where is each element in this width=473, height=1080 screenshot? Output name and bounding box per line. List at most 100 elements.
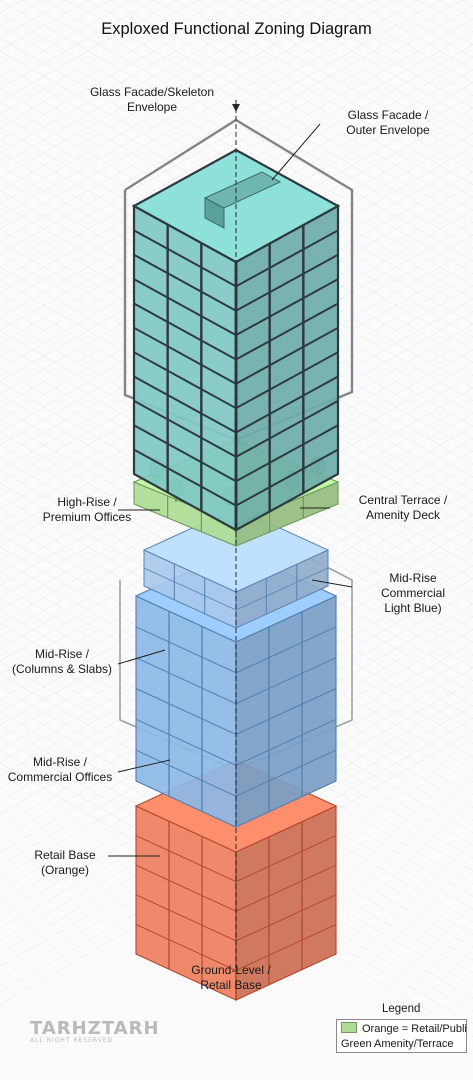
legend-text: Green Amenity/Terrace	[341, 1038, 454, 1050]
logo-mark: TARHZTARH	[30, 1018, 160, 1039]
legend-title: Legend	[382, 1003, 421, 1015]
label-line: (Orange)	[40, 863, 90, 877]
label-line: (Columns & Slabs)	[11, 662, 113, 676]
label-line: Outer Envelope	[346, 123, 430, 137]
label-line: Central Terrace /	[358, 493, 448, 507]
label-central-terrace: Central Terrace / Amenity Deck	[333, 493, 473, 523]
label-line: Envelope	[126, 100, 178, 114]
legend-box: Orange = Retail/Public Green Amenity/Ter…	[336, 1019, 467, 1053]
grid-line	[0, 0, 375, 217]
label-ground-level: Ground-Level / Retail Base	[171, 963, 291, 993]
label-glass-outer: Glass Facade / Outer Envelope	[318, 108, 458, 138]
leader-line	[117, 759, 171, 773]
grid-line	[0, 0, 419, 242]
grid-line	[43, 0, 473, 249]
label-glass-skeleton: Glass Facade/Skeleton Envelope	[62, 85, 242, 115]
label-mid-rise-columns: Mid-Rise / (Columns & Slabs)	[0, 647, 124, 677]
label-mid-rise-offices: Mid-Rise / Commercial Offices	[0, 755, 120, 785]
label-line: Commercial Offices	[7, 770, 113, 784]
leader-line	[311, 579, 353, 588]
glass-tower-block	[131, 148, 341, 532]
legend-entry-amenity: Green Amenity/Terrace	[341, 1037, 466, 1052]
label-line: Retail Base	[34, 848, 96, 862]
label-high-rise: High-Rise / Premium Offices	[12, 495, 162, 525]
label-line: Ground-Level /	[191, 963, 271, 977]
label-line: Mid-Rise /	[32, 755, 87, 769]
grid-line	[131, 0, 473, 198]
leader-line	[117, 649, 166, 665]
grid-line	[153, 0, 473, 185]
leader-line	[271, 123, 321, 181]
leader-lines	[108, 100, 353, 857]
watermark-logo: TARHZTARH ALL RIGHT RESERVED	[30, 1018, 160, 1044]
label-line: Mid-Rise	[389, 571, 437, 585]
grid-line	[87, 0, 473, 223]
rooftop-plant-side	[204, 197, 225, 229]
legend-entry-retail: Orange = Retail/Public	[341, 1022, 466, 1037]
grid-line	[0, 0, 353, 204]
grid-line	[0, 0, 397, 230]
label-line: Glass Facade /	[347, 108, 429, 122]
label-line: High-Rise /	[57, 495, 117, 509]
grid-line	[0, 0, 331, 192]
label-line: Amenity Deck	[365, 508, 441, 522]
label-line: Premium Offices	[42, 510, 132, 524]
legend-text: Orange = Retail/Public	[362, 1023, 467, 1035]
grid-line	[65, 0, 473, 236]
diagram-title: Exploxed Functional Zoning Diagram	[101, 20, 372, 38]
label-line: Glass Facade/Skeleton	[89, 85, 215, 99]
label-line: Retail Base	[200, 978, 262, 992]
label-mid-rise-light-blue: Mid-Rise Commercial Light Blue)	[358, 571, 468, 616]
